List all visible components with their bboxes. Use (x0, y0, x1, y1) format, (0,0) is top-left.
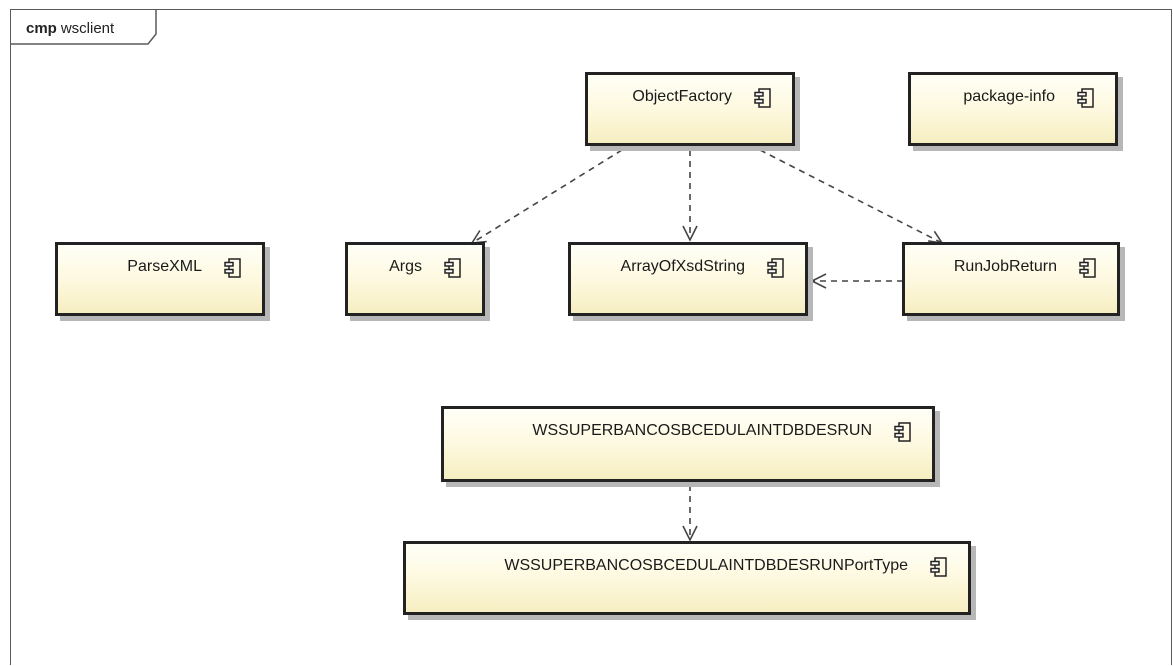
component-args[interactable]: Args (345, 242, 485, 316)
component-wssuperbancosbcedulaintdbdesrunporttype[interactable]: WSSUPERBANCOSBCEDULAINTDBDESRUNPortType (403, 541, 971, 615)
component-arrayofxsdstring[interactable]: ArrayOfXsdString (568, 242, 808, 316)
component-label: Args (389, 258, 422, 275)
frame-keyword: cmp (26, 20, 57, 37)
component-icon (1077, 88, 1094, 108)
component-label: ObjectFactory (632, 88, 732, 105)
component-parsexml[interactable]: ParseXML (55, 242, 265, 316)
component-icon (1079, 258, 1096, 278)
component-label: WSSUPERBANCOSBCEDULAINTDBDESRUN (532, 422, 872, 439)
component-icon (224, 258, 241, 278)
component-label: ArrayOfXsdString (620, 258, 745, 275)
component-objectfactory[interactable]: ObjectFactory (585, 72, 795, 146)
diagram-frame (10, 9, 1172, 665)
component-icon (930, 557, 947, 577)
component-runjobreturn[interactable]: RunJobReturn (902, 242, 1120, 316)
component-icon (444, 258, 461, 278)
frame-name: wsclient (60, 20, 115, 37)
component-icon (754, 88, 771, 108)
component-package-info[interactable]: package-info (908, 72, 1118, 146)
component-label: ParseXML (127, 258, 202, 275)
component-label: WSSUPERBANCOSBCEDULAINTDBDESRUNPortType (504, 557, 908, 574)
component-icon (767, 258, 784, 278)
component-icon (894, 422, 911, 442)
component-label: RunJobReturn (953, 258, 1057, 275)
component-label: package-info (963, 88, 1055, 105)
component-wssuperbancosbcedulaintdbdesrun[interactable]: WSSUPERBANCOSBCEDULAINTDBDESRUN (441, 406, 935, 482)
